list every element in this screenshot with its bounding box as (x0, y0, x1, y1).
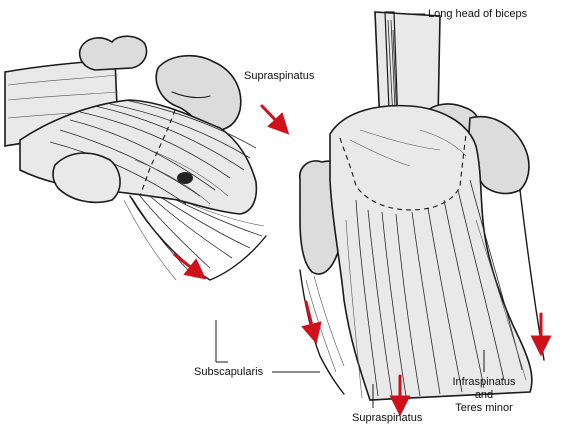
label-infraspinatus-and-teres-minor: Infraspinatus and Teres minor (446, 376, 522, 415)
label-and: and (446, 389, 522, 402)
right-shoulder-view (300, 12, 544, 400)
left-shoulder-view (5, 36, 266, 280)
left-lesser-tuberosity (53, 153, 120, 202)
left-humeral-head (80, 36, 147, 70)
label-teres-minor: Teres minor (446, 402, 522, 415)
label-supraspinatus-bottom: Supraspinatus (352, 412, 422, 425)
label-infraspinatus: Infraspinatus (446, 376, 522, 389)
arrow-left-posterior (306, 302, 314, 334)
label-supraspinatus-top: Supraspinatus (244, 70, 314, 83)
arrow-supraspinatus-left (262, 106, 282, 127)
label-subscapularis: Subscapularis (194, 366, 263, 379)
label-long-head-of-biceps: Long head of biceps (428, 8, 527, 21)
arrow-subscapularis (175, 255, 198, 273)
